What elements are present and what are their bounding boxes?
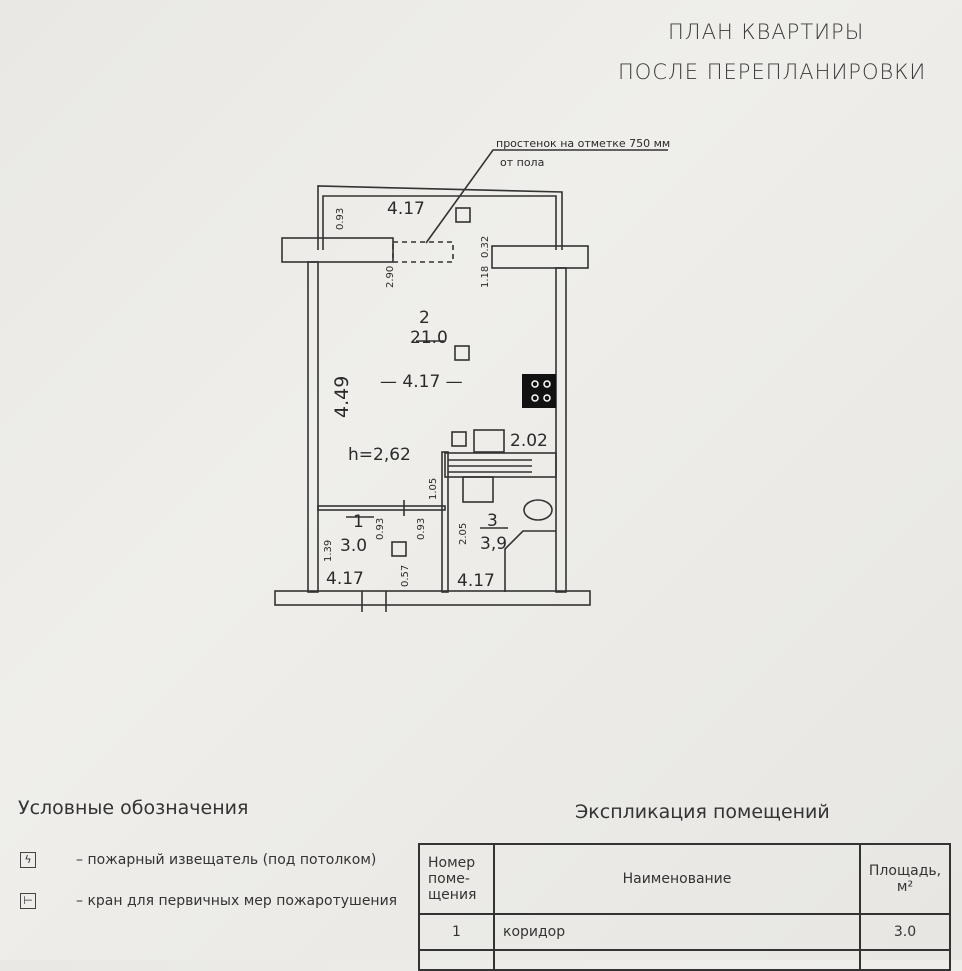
legend-label: – пожарный извещатель (под потолком): [76, 852, 377, 868]
dim-top-width: 4.17: [387, 199, 425, 219]
plan-line: [531, 394, 539, 402]
dimension-label: 0.93: [335, 208, 346, 230]
wall-right: [555, 267, 567, 593]
fire-detector-icon: [455, 207, 471, 223]
wash-basin: [462, 476, 494, 503]
plan-line: 4.17 2 21.0 — 4.17 — h=2,62 2.02 1 3.0 3…: [326, 199, 548, 591]
plan-line: простенок на отметке 750 мм от пола: [496, 137, 670, 169]
col-number: Номер поме-щения: [418, 843, 495, 915]
col-name: Наименование: [493, 843, 861, 915]
room-3-number: 3: [487, 511, 498, 531]
note-text-2: от пола: [500, 156, 544, 169]
wall-left: [307, 261, 319, 593]
col-area: Площадь, м²: [859, 843, 951, 915]
dimension-label: 0.32: [480, 236, 491, 258]
plan-line: [543, 380, 551, 388]
wall-bottom: [274, 590, 591, 606]
kitchen-counter: [444, 452, 557, 478]
wall-upper-right: [491, 245, 589, 269]
room-1-number: 1: [353, 512, 364, 532]
plan-line: [531, 380, 539, 388]
dimension-label: 0.57: [400, 565, 411, 587]
plan-line: [322, 195, 557, 250]
cell-name: коридор: [493, 913, 861, 951]
parapet-dashed: [392, 241, 454, 263]
legend-item-hydrant: ⊢ – кран для первичных мер пожаротушения: [20, 893, 397, 909]
dim-corridor-width: 4.17: [326, 569, 364, 589]
dim-bath-width: 4.17: [457, 571, 495, 591]
fire-detector-icon: [391, 541, 407, 557]
note-leader-line: [425, 149, 668, 244]
legend-item-fire-detector: ϟ – пожарный извещатель (под потолком): [20, 852, 376, 868]
dimension-label: 0.93: [416, 518, 427, 540]
dim-room-width: — 4.17 —: [380, 372, 463, 392]
legend-title: Условные обозначения: [18, 797, 249, 819]
dimension-label: 1.05: [428, 478, 439, 500]
room-2-number: 2: [419, 308, 430, 328]
fire-hydrant-icon: ⊢: [20, 893, 36, 909]
cell-area: 3.0: [859, 913, 951, 951]
partition-corridor: [317, 505, 446, 511]
plan-line: 4.17: [402, 372, 440, 392]
sink: [473, 429, 505, 453]
plan-line: 0.93 2.90 0.32 1.18 1.05 0.93 0.93 1.39 …: [323, 208, 491, 587]
dimension-label: 1.18: [480, 266, 491, 288]
dimension-label: 1.39: [323, 540, 334, 562]
balcony-outline: [317, 185, 563, 250]
room-3-area: 3,9: [480, 534, 507, 554]
plan-line: [274, 149, 668, 612]
toilet: [523, 499, 553, 521]
table-row: 1 коридор 3.0: [418, 913, 951, 951]
room-2-area: 21.0: [410, 328, 448, 348]
note-text: простенок на отметке 750 мм: [496, 137, 670, 150]
cell-number: 1: [418, 913, 495, 951]
dimension-label: 0.93: [375, 518, 386, 540]
explication-table: Номер поме-щения Наименование Площадь, м…: [418, 843, 951, 971]
ceiling-height: h=2,62: [348, 445, 411, 465]
fire-detector-icon: ϟ: [20, 852, 36, 868]
wall-bathroom: [441, 451, 449, 593]
shower: [504, 530, 556, 592]
dimension-label: 2.90: [385, 266, 396, 288]
dim-kitchen: 2.02: [510, 431, 548, 451]
explication-title: Экспликация помещений: [575, 801, 830, 823]
room-1-area: 3.0: [340, 536, 367, 556]
dim-room-length: 4.49: [331, 376, 353, 418]
wall-upper-left: [281, 237, 394, 263]
stove-icon: [522, 374, 556, 408]
fire-detector-icon: [454, 345, 470, 361]
dimension-label: 2.05: [458, 523, 469, 545]
plan-line: [543, 394, 551, 402]
hydrant-symbol: [451, 431, 467, 447]
plan-line: [531, 380, 551, 402]
plan-title-line2: ПОСЛЕ ПЕРЕПЛАНИРОВКИ: [618, 60, 927, 84]
legend-label: – кран для первичных мер пожаротушения: [76, 893, 398, 909]
plan-title-line1: ПЛАН КВАРТИРЫ: [668, 20, 865, 44]
